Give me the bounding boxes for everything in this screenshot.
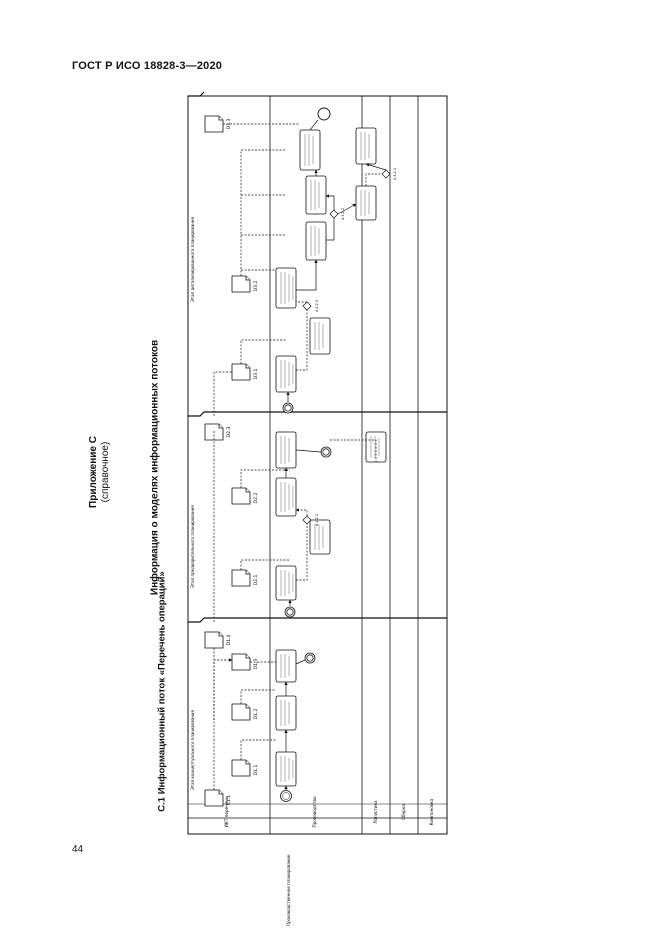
- lane-label-layout: Компоновка: [429, 798, 434, 825]
- lane-label-assembly: Сборка: [401, 804, 406, 820]
- task-box: [309, 519, 331, 555]
- task-box: [355, 127, 377, 165]
- gateway-icon: [302, 301, 312, 311]
- gateways: [302, 169, 391, 525]
- document-label: C1.1: [226, 795, 232, 805]
- events: [280, 107, 332, 802]
- task-text-lines: [280, 132, 380, 782]
- lane-label-logistics: Логистика: [373, 800, 378, 824]
- phase-labels: Этап концептуального планирования Этап п…: [190, 217, 195, 790]
- document-labels: C1.1 D1.1 D1.2 D1.3 D1.4 D2.1 D2.2 D2.3 …: [226, 119, 259, 806]
- gateway-icon: [381, 169, 391, 179]
- document-icon: [231, 363, 251, 381]
- phase-label-conceptual: Этап концептуального планирования: [190, 709, 195, 790]
- pool-label: Производственное планирование: [286, 854, 291, 926]
- lane-label-production: Производство: [312, 796, 317, 827]
- document-label: D1.3: [253, 659, 259, 670]
- sequence-flows: [284, 119, 387, 790]
- document-header: ГОСТ Р ИСО 18828-3—2020: [72, 60, 223, 72]
- document-icon: [231, 569, 251, 587]
- gateway-icon: [329, 209, 339, 219]
- task-box: [275, 649, 297, 683]
- document-icon: [231, 275, 251, 293]
- document-icon: [231, 653, 251, 671]
- document-icon: [231, 759, 251, 777]
- task-box: [355, 185, 377, 221]
- document-label: D3.3: [226, 119, 232, 130]
- lane-labels: ИКТ перечень Производство Логистика Сбор…: [224, 796, 434, 827]
- page-number: 44: [72, 844, 84, 855]
- gateway-icon: [302, 515, 312, 525]
- document-label: D3.2: [253, 281, 259, 292]
- document-label: D2.1: [253, 575, 259, 586]
- data-associations: [213, 123, 300, 790]
- gateway-label: 4.3.2.2: [341, 208, 345, 220]
- end-event-icon: [317, 107, 331, 121]
- document-label: D1.2: [253, 709, 259, 720]
- document-icon: [204, 631, 224, 649]
- document-icon: [231, 703, 251, 721]
- pool-frame: [187, 95, 448, 835]
- task-box: [275, 431, 297, 469]
- document-label: D1.4: [226, 635, 232, 646]
- task-box: [305, 175, 327, 215]
- documents: [204, 115, 251, 807]
- document-icon: [231, 487, 251, 505]
- phase-label-preliminary: Этап предварительного планирования: [190, 505, 195, 588]
- document-icon: [204, 115, 224, 133]
- task-box: [305, 221, 327, 261]
- phase-separators: [188, 91, 447, 623]
- phase-label-detailed: Этап детализированного планирования: [190, 217, 195, 302]
- gateway-label: 4.3.2.3: [315, 300, 319, 312]
- process-tasks: [275, 127, 387, 787]
- document-icon: [204, 789, 224, 807]
- gateway-label: 4.1.2.1: [315, 514, 319, 526]
- document-label: D2.3: [226, 427, 232, 438]
- gateway-label: 4.3.2.1: [393, 168, 397, 180]
- gateway-labels: 4.1.2.1 4.3.2.3 4.3.2.2 4.3.2.1: [315, 168, 397, 526]
- task-box: [299, 129, 321, 171]
- document-label: D1.1: [253, 765, 259, 776]
- document-label: D2.2: [253, 493, 259, 504]
- document-label: D3.1: [253, 369, 259, 380]
- lane-label-ict: ИКТ перечень: [224, 796, 229, 827]
- start-event-icon: [280, 790, 292, 802]
- task-box: [309, 317, 331, 355]
- task-box: [275, 695, 297, 731]
